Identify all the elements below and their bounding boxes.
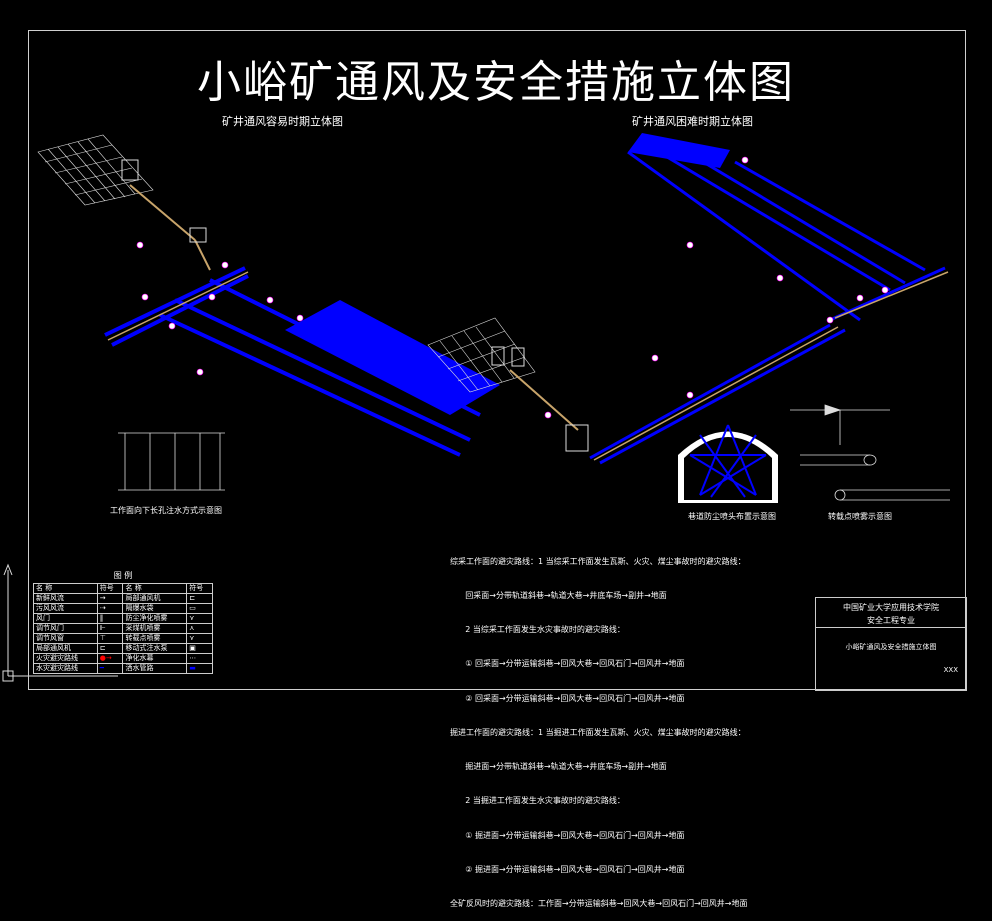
- page-title: 小峪矿通风及安全措施立体图: [197, 57, 795, 108]
- route-line: ② 掘进面→分带运输斜巷→回风大巷→回风石门→回风井→地面: [450, 864, 685, 874]
- legend-row: 局部通风机⊏移动式注水泵▣: [33, 643, 213, 654]
- route-line: 回采面→分带轨道斜巷→轨道大巷→井底车场→副井→地面: [450, 591, 667, 601]
- title-block-scale: XXX: [943, 666, 958, 674]
- ucs-icon: [2, 563, 118, 682]
- legend-symbol: ⇢: [96, 603, 124, 614]
- subtitle-hard-period: 矿井通风困难时期立体图: [632, 115, 753, 128]
- legend-header: 符号: [186, 583, 213, 594]
- legend-row: 调节风门⊩采煤机喷雾⋏: [33, 623, 213, 634]
- legend-symbol: ▭: [186, 603, 213, 614]
- legend-label: 风门: [33, 613, 98, 624]
- legend-label: 新鲜风流: [33, 593, 98, 604]
- legend-label: 局部通风机: [122, 593, 188, 604]
- water-injection-schematic: [118, 432, 225, 491]
- legend-label: 防尘净化喷雾: [122, 613, 188, 624]
- legend-title: 图 例: [113, 571, 133, 580]
- caption-dust-spray: 巷道防尘喷头布置示意图: [688, 512, 776, 521]
- legend-symbol: ━: [96, 663, 124, 674]
- title-block-drawing-name: 小峪矿通风及安全措施立体图: [845, 643, 937, 651]
- legend-symbol: ⊩: [96, 623, 124, 634]
- route-line: 2 当综采工作面发生水灾事故时的避灾路线：: [450, 625, 625, 635]
- legend-symbol: ⊏: [96, 643, 124, 654]
- legend-row: 污风风流⇢隔爆水袋▭: [33, 603, 213, 614]
- legend-header: 名 称: [33, 583, 98, 594]
- tunnel-arch-schematic: [678, 424, 778, 503]
- legend-row: 水灾避灾路线━洒水管路▬: [33, 663, 213, 674]
- surface-grid-right: [427, 317, 536, 393]
- legend-symbol: →: [96, 593, 124, 604]
- title-block-header: 中国矿业大学应用技术学院 安全工程专业: [816, 598, 966, 628]
- route-line: 2 当掘进工作面发生水灾事故时的避灾路线：: [450, 796, 625, 806]
- ventilation-drawing: [2, 133, 950, 682]
- legend-symbol: ⋎: [186, 613, 213, 624]
- route-line: ① 回采面→分带运输斜巷→回风大巷→回风石门→回风井→地面: [450, 659, 685, 669]
- legend-row: 火灾避灾路线●→净化水幕⋯: [33, 653, 213, 664]
- legend-label: 局部通风机: [33, 643, 98, 654]
- working-face-right: [628, 133, 730, 168]
- caption-water-injection: 工作面向下长孔注水方式示意图: [110, 506, 222, 515]
- legend-label: 移动式注水泵: [122, 643, 188, 654]
- legend-label: 调节风窗: [33, 633, 98, 644]
- legend-symbol: ▣: [186, 643, 213, 654]
- school-name: 中国矿业大学应用技术学院: [843, 603, 939, 612]
- route-line: 掘进面→分带轨道斜巷→轨道大巷→井底车场→副井→地面: [450, 762, 667, 772]
- legend-label: 水灾避灾路线: [33, 663, 98, 674]
- roadways-right: [589, 140, 946, 465]
- caption-transfer-spray: 转载点喷雾示意图: [828, 512, 892, 521]
- legend-symbol: ⋎: [186, 633, 213, 644]
- legend-symbol: ▬: [186, 663, 213, 674]
- legend-header-row: 名 称 符号 名 称 符号: [33, 583, 213, 594]
- legend-header: 名 称: [122, 583, 188, 594]
- working-face-left: [285, 300, 500, 415]
- legend-symbol: ⋯: [186, 653, 213, 664]
- drawing-frame: [28, 30, 966, 690]
- legend-label: 净化水幕: [122, 653, 188, 664]
- transfer-spray-schematic: [790, 404, 950, 501]
- legend-symbol: ⊏: [186, 593, 213, 604]
- route-line: 综采工作面的避灾路线：1 当综采工作面发生瓦斯、火灾、煤尘事故时的避灾路线：: [450, 556, 746, 566]
- legend-header: 符号: [96, 583, 124, 594]
- shaft-left: [129, 184, 196, 241]
- legend-table: 名 称 符号 名 称 符号 新鲜风流→局部通风机⊏ 污风风流⇢隔爆水袋▭ 风门‖…: [33, 583, 213, 674]
- legend-symbol: ●→: [96, 653, 124, 664]
- legend-row: 风门‖防尘净化喷雾⋎: [33, 613, 213, 624]
- legend-label: 火灾避灾路线: [33, 653, 98, 664]
- title-block: 中国矿业大学应用技术学院 安全工程专业 小峪矿通风及安全措施立体图 XXX: [815, 597, 967, 691]
- legend-symbol: ⊤: [96, 633, 124, 644]
- legend-label: 污风风流: [33, 603, 98, 614]
- legend-label: 调节风门: [33, 623, 98, 634]
- legend-label: 洒水管路: [122, 663, 188, 674]
- route-line: ① 掘进面→分带运输斜巷→回风大巷→回风石门→回风井→地面: [450, 830, 685, 840]
- route-line: 掘进工作面的避灾路线：1 当掘进工作面发生瓦斯、火灾、煤尘事故时的避灾路线：: [450, 727, 746, 737]
- legend-symbol: ⋏: [186, 623, 213, 634]
- legend-label: 隔爆水袋: [122, 603, 188, 614]
- escape-routes-text: 综采工作面的避灾路线：1 当综采工作面发生瓦斯、火灾、煤尘事故时的避灾路线： 回…: [450, 533, 748, 921]
- route-line: 全矿反风时的避灾路线：工作面→分带运输斜巷→回风大巷→回风石门→回风井→地面: [450, 899, 748, 908]
- shaft-building-left: [121, 159, 139, 181]
- subtitle-easy-period: 矿井通风容易时期立体图: [222, 115, 343, 128]
- legend: 图 例 名 称 符号 名 称 符号 新鲜风流→局部通风机⊏ 污风风流⇢隔爆水袋▭…: [33, 570, 213, 674]
- legend-row: 调节风窗⊤转载点喷雾⋎: [33, 633, 213, 644]
- legend-row: 新鲜风流→局部通风机⊏: [33, 593, 213, 604]
- legend-symbol: ‖: [96, 613, 124, 624]
- route-line: ② 回采面→分带运输斜巷→回风大巷→回风石门→回风井→地面: [450, 693, 685, 703]
- legend-label: 采煤机喷雾: [122, 623, 188, 634]
- legend-label: 转载点喷雾: [122, 633, 188, 644]
- major-name: 安全工程专业: [867, 616, 915, 625]
- surface-grid-left: [37, 134, 154, 206]
